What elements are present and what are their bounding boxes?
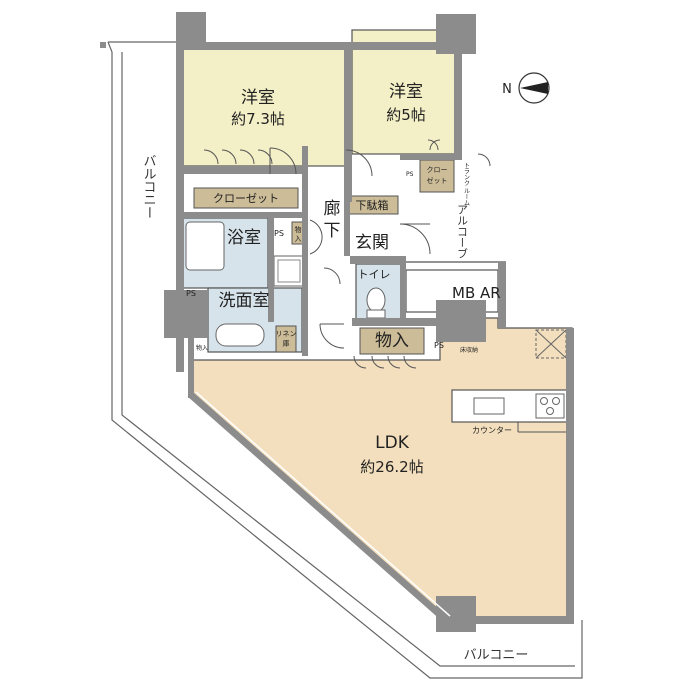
- toilet-name: トイレ: [358, 268, 391, 281]
- mb-ar-label: MB AR: [452, 284, 501, 302]
- linen-label-1: リネン: [276, 330, 297, 338]
- closet-small: [419, 159, 455, 193]
- room-2-size: 約5帖: [386, 106, 426, 124]
- north-letter: N: [502, 82, 512, 97]
- toilet-bowl: [366, 287, 386, 313]
- tiny-box-label: 物入: [196, 344, 208, 352]
- mono-label-1: 物: [295, 225, 302, 234]
- shelf-label: 床収納: [460, 346, 478, 354]
- washing-machine-inner: [277, 259, 301, 283]
- ldk-name: LDK: [375, 433, 410, 453]
- closet-small-label-2: ゼット: [427, 176, 448, 185]
- closet-main-label: クローゼット: [213, 192, 279, 205]
- alcove-label: アルコーブ: [456, 204, 469, 259]
- door-swings: [203, 139, 491, 369]
- storage-box: [359, 327, 425, 355]
- room-1-name: 洋室: [241, 88, 275, 108]
- washroom-name: 洗面室: [219, 291, 270, 311]
- balcony-outline: [107, 41, 583, 679]
- room-2-name: 洋室: [389, 82, 423, 102]
- closet-main: [193, 187, 299, 209]
- shoe-box-label: 下駄箱: [356, 198, 389, 212]
- ps-label-1: PS: [186, 289, 196, 298]
- ps-label-3: PS: [434, 341, 444, 350]
- storage-name: 物入: [375, 331, 409, 351]
- stove: [535, 393, 565, 419]
- balcony-side-label: バルコニー: [141, 154, 157, 219]
- toilet-tank: [366, 309, 386, 319]
- mono-label-2: 入: [295, 235, 302, 243]
- counter-label: カウンター: [472, 426, 512, 435]
- bathroom-name: 浴室: [227, 228, 261, 248]
- western-room-1-floor: [179, 47, 349, 167]
- balcony-bottom-label: バルコニー: [464, 648, 529, 663]
- corridor-line-1: 廊: [324, 199, 341, 219]
- vent-box: [535, 329, 567, 359]
- closet-small-label-1: クロー: [427, 166, 448, 174]
- ldk-diagonal-wall: [187, 391, 449, 623]
- ps-label-2: PS: [274, 229, 284, 238]
- linen-label-2: 庫: [283, 339, 290, 348]
- ldk-size: 約26.2帖: [360, 458, 423, 476]
- linen-storage: [275, 325, 297, 353]
- bathtub: [185, 221, 225, 271]
- corridor-line-2: 下: [324, 221, 341, 241]
- room-1-size: 約7.3帖: [231, 110, 285, 128]
- kitchen-counter: [451, 389, 571, 423]
- kitchen-sink: [473, 397, 505, 415]
- ps-label-4: PS: [406, 171, 414, 178]
- walls: [100, 12, 574, 632]
- trunk-label: トランク ルーム: [463, 162, 470, 206]
- ldk-window-line: [195, 391, 451, 617]
- washbasin: [215, 323, 265, 347]
- north-compass-icon: N: [502, 72, 550, 104]
- entrance-name: 玄関: [355, 233, 389, 253]
